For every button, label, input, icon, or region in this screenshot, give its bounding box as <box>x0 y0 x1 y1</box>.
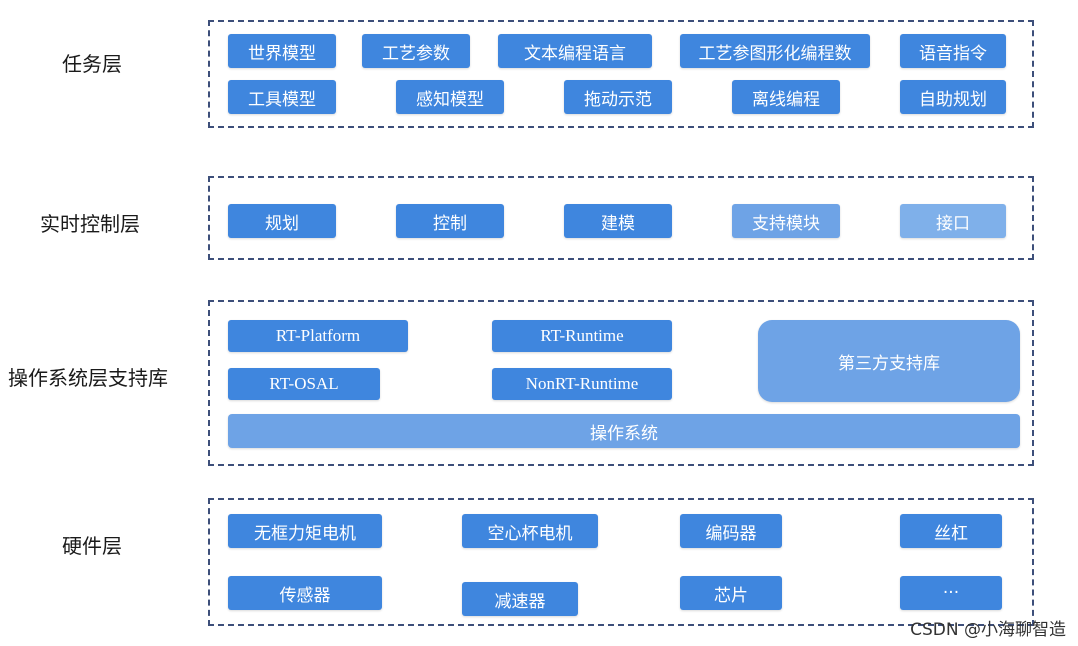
os-box-rt-runtime: RT-Runtime <box>492 320 672 352</box>
task-layer-frame: 世界模型 工艺参数 文本编程语言 工艺参图形化编程数 语音指令 工具模型 感知模… <box>208 20 1034 128</box>
hw-box-sensor: 传感器 <box>228 576 382 610</box>
hw-box-encoder: 编码器 <box>680 514 782 548</box>
task-box-text-programming: 文本编程语言 <box>498 34 652 68</box>
task-box-world-model: 世界模型 <box>228 34 336 68</box>
os-box-third-party-library: 第三方支持库 <box>758 320 1020 402</box>
task-box-graphical-programming: 工艺参图形化编程数 <box>680 34 870 68</box>
layer-label-task: 任务层 <box>62 52 122 76</box>
watermark-text: CSDN @小海聊智造 <box>910 620 1066 640</box>
layer-label-os: 操作系统层支持库 <box>8 366 168 390</box>
os-layer-frame: RT-Platform RT-OSAL RT-Runtime NonRT-Run… <box>208 300 1034 466</box>
task-box-drag-demo: 拖动示范 <box>564 80 672 114</box>
task-box-perception-model: 感知模型 <box>396 80 504 114</box>
hardware-layer-frame: 无框力矩电机 空心杯电机 编码器 丝杠 传感器 减速器 芯片 ··· <box>208 498 1034 626</box>
hw-box-reducer: 减速器 <box>462 582 578 616</box>
os-box-rt-osal: RT-OSAL <box>228 368 380 400</box>
hw-box-ellipsis: ··· <box>900 576 1002 610</box>
realtime-box-modeling: 建模 <box>564 204 672 238</box>
task-box-process-params: 工艺参数 <box>362 34 470 68</box>
realtime-layer-frame: 规划 控制 建模 支持模块 接口 <box>208 176 1034 260</box>
task-box-self-planning: 自助规划 <box>900 80 1006 114</box>
hw-box-frameless-torque-motor: 无框力矩电机 <box>228 514 382 548</box>
hw-box-lead-screw: 丝杠 <box>900 514 1002 548</box>
layer-label-realtime: 实时控制层 <box>40 212 140 236</box>
realtime-box-support-module: 支持模块 <box>732 204 840 238</box>
os-box-operating-system: 操作系统 <box>228 414 1020 448</box>
hw-box-chip: 芯片 <box>680 576 782 610</box>
task-box-voice-command: 语音指令 <box>900 34 1006 68</box>
os-box-rt-platform: RT-Platform <box>228 320 408 352</box>
os-box-nonrt-runtime: NonRT-Runtime <box>492 368 672 400</box>
task-box-offline-programming: 离线编程 <box>732 80 840 114</box>
layer-label-hardware: 硬件层 <box>62 534 122 558</box>
task-box-tool-model: 工具模型 <box>228 80 336 114</box>
realtime-box-planning: 规划 <box>228 204 336 238</box>
hw-box-coreless-motor: 空心杯电机 <box>462 514 598 548</box>
realtime-box-interface: 接口 <box>900 204 1006 238</box>
realtime-box-control: 控制 <box>396 204 504 238</box>
